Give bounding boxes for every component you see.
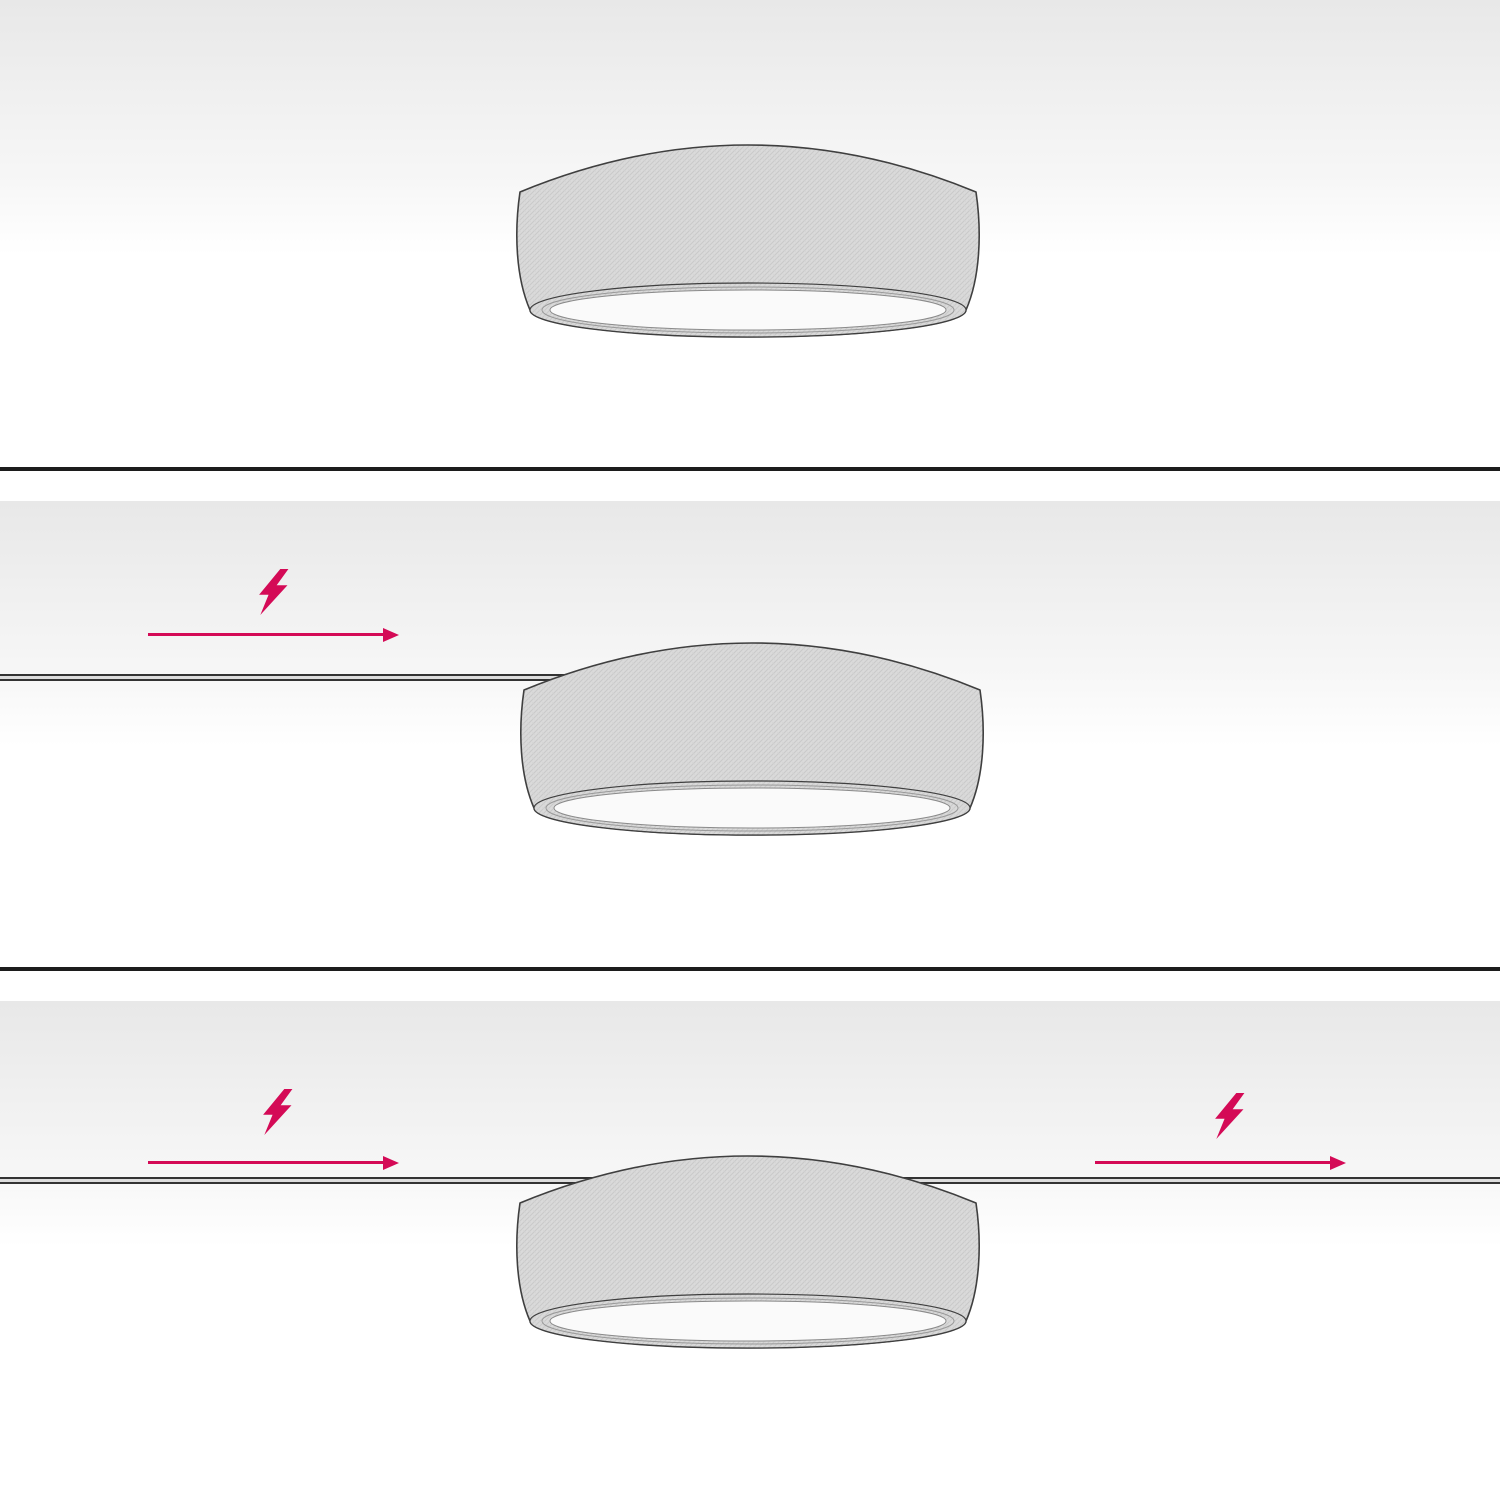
panel-divider <box>0 467 1500 471</box>
ceiling-lamp-illustration <box>516 1155 980 1349</box>
panel-divider <box>0 967 1500 971</box>
ceiling-lamp-illustration <box>516 144 980 338</box>
panel-lamp-cable-left <box>0 471 1500 967</box>
lightning-icon <box>1212 1093 1246 1139</box>
current-direction-arrow-left <box>148 1161 384 1164</box>
lightning-icon <box>260 1089 294 1135</box>
panel-lamp-cable-through <box>0 971 1500 1500</box>
power-cable-left <box>0 674 752 681</box>
ceiling-lamp-illustration <box>520 642 984 836</box>
lightning-icon <box>256 569 290 615</box>
panel-lamp-no-cable <box>0 0 1500 467</box>
current-direction-arrow-left <box>148 633 384 636</box>
current-direction-arrow-right <box>1095 1161 1331 1164</box>
